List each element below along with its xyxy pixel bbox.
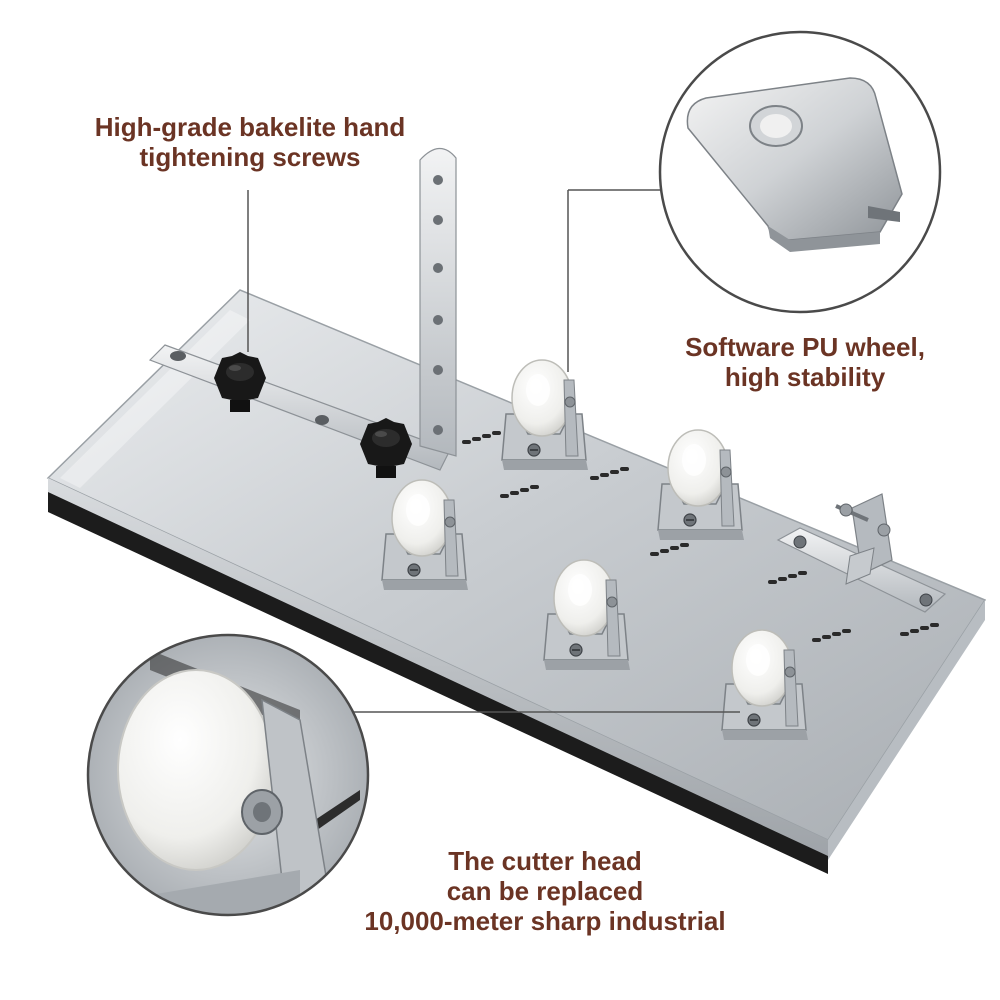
wheel-closeup-callout: [86, 633, 370, 917]
wheel-caption-line1: Software PU wheel,: [685, 332, 925, 362]
vertical-stop-plate: [419, 147, 457, 457]
cutter-head-icon: [686, 77, 903, 252]
cutter-assembly[interactable]: [776, 493, 947, 613]
rubber-strip: [48, 492, 828, 874]
pu-caster-wheel-icon: [657, 429, 745, 541]
cutter-caption: The cutter head can be replaced 10,000-m…: [310, 846, 780, 936]
wheel-caption-line2: high stability: [724, 362, 886, 392]
screws-caption-line2: tightening screws: [139, 142, 361, 172]
wheel-caption: Software PU wheel, high stability: [640, 332, 970, 392]
cutter-caption-line1: The cutter head: [448, 846, 642, 876]
callout-leader-lines: [247, 189, 740, 713]
screws-caption-line1: High-grade bakelite hand: [94, 112, 406, 142]
pu-caster-wheel-icon: [501, 359, 589, 471]
cutter-caption-line2: can be replaced: [446, 876, 644, 906]
screws-caption: High-grade bakelite hand tightening scre…: [40, 112, 460, 172]
cutter-caption-line3: 10,000-meter sharp industrial: [364, 906, 726, 936]
cutter-head-callout: [658, 30, 942, 314]
